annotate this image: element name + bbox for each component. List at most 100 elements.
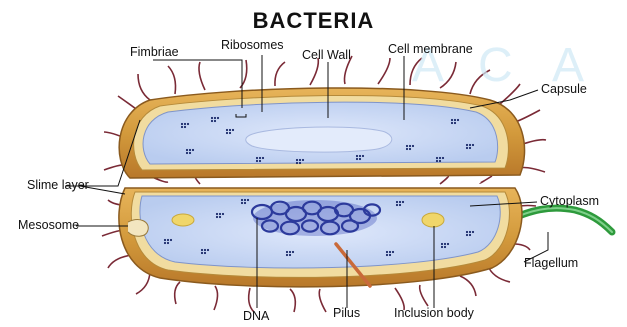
ribosome [186, 152, 188, 154]
ribosome [362, 155, 364, 157]
fimbria [275, 62, 285, 86]
diagram-title: BACTERIA [0, 8, 627, 34]
ribosome [244, 202, 246, 204]
ribosome [439, 160, 441, 162]
fimbria [460, 276, 476, 296]
ribosome [466, 144, 468, 146]
ribosome [469, 144, 471, 146]
ribosome [259, 157, 261, 159]
ribosome [406, 148, 408, 150]
ribosome [299, 162, 301, 164]
ribosome [262, 157, 264, 159]
ribosome [409, 145, 411, 147]
ribosome [441, 246, 443, 248]
fimbria [515, 110, 540, 122]
ribosome [402, 201, 404, 203]
ribosome [466, 234, 468, 236]
ribosome [241, 199, 243, 201]
ribosome [222, 213, 224, 215]
ribosome [396, 201, 398, 203]
ribosome [359, 155, 361, 157]
label-flagellum: Flagellum [524, 256, 578, 270]
ribosome [469, 147, 471, 149]
ribosome [444, 243, 446, 245]
ribosome [187, 123, 189, 125]
ribosome [256, 157, 258, 159]
fimbria [199, 62, 205, 90]
ribosome [229, 132, 231, 134]
fimbria [290, 289, 295, 312]
ribosome [292, 251, 294, 253]
label-inclusion-body: Inclusion body [394, 306, 474, 320]
ribosome [184, 123, 186, 125]
fimbria [319, 289, 326, 312]
fimbria [520, 168, 545, 173]
fimbria [108, 255, 132, 268]
ribosome [436, 157, 438, 159]
ribosome [436, 160, 438, 162]
ribosome [247, 199, 249, 201]
ribosome [406, 145, 408, 147]
ribosome [217, 117, 219, 119]
ribosome [296, 162, 298, 164]
ribosome [204, 252, 206, 254]
label-cell-wall: Cell Wall [302, 48, 351, 62]
ribosome [396, 204, 398, 206]
ribosome [164, 239, 166, 241]
ribosome [201, 249, 203, 251]
ribosome [457, 119, 459, 121]
ribosome [409, 148, 411, 150]
ribosome [286, 251, 288, 253]
ribosome [442, 157, 444, 159]
ribosome [244, 199, 246, 201]
label-dna: DNA [243, 309, 269, 323]
ribosome [181, 126, 183, 128]
fimbria [138, 74, 150, 100]
nucleoid-outline-top [246, 127, 392, 152]
ribosome [451, 119, 453, 121]
ribosome [299, 159, 301, 161]
fimbria [214, 286, 218, 310]
ribosome [286, 254, 288, 256]
ribosome [451, 122, 453, 124]
fimbria [440, 176, 448, 184]
ribosome [296, 159, 298, 161]
ribosome [469, 231, 471, 233]
ribosome [259, 160, 261, 162]
ribosome [219, 216, 221, 218]
ribosome [359, 158, 361, 160]
ribosome [184, 126, 186, 128]
ribosome [466, 231, 468, 233]
ribosome [211, 120, 213, 122]
ribosome [216, 216, 218, 218]
ribosome [211, 117, 213, 119]
label-pilus: Pilus [333, 306, 360, 320]
ribosome [226, 129, 228, 131]
ribosome [214, 120, 216, 122]
ribosome [392, 251, 394, 253]
ribosome [466, 147, 468, 149]
ribosome [189, 152, 191, 154]
ribosome [241, 202, 243, 204]
ribosome [204, 249, 206, 251]
ribosome [389, 251, 391, 253]
fimbria [378, 58, 390, 84]
fimbria [240, 60, 247, 88]
ribosome [164, 242, 166, 244]
label-fimbriae: Fimbriae [130, 45, 179, 59]
label-slime-layer: Slime layer [27, 178, 89, 192]
ribosome [214, 117, 216, 119]
ribosome [167, 242, 169, 244]
label-ribosomes: Ribosomes [221, 38, 284, 52]
ribosome [439, 157, 441, 159]
fimbria [420, 285, 428, 306]
ribosome [186, 149, 188, 151]
fimbria [168, 66, 176, 94]
label-mesosome: Mesosome [18, 218, 79, 232]
ribosome [302, 159, 304, 161]
ribosome [399, 204, 401, 206]
ribosome [386, 251, 388, 253]
fimbria [175, 282, 180, 304]
mesosome [128, 220, 148, 237]
